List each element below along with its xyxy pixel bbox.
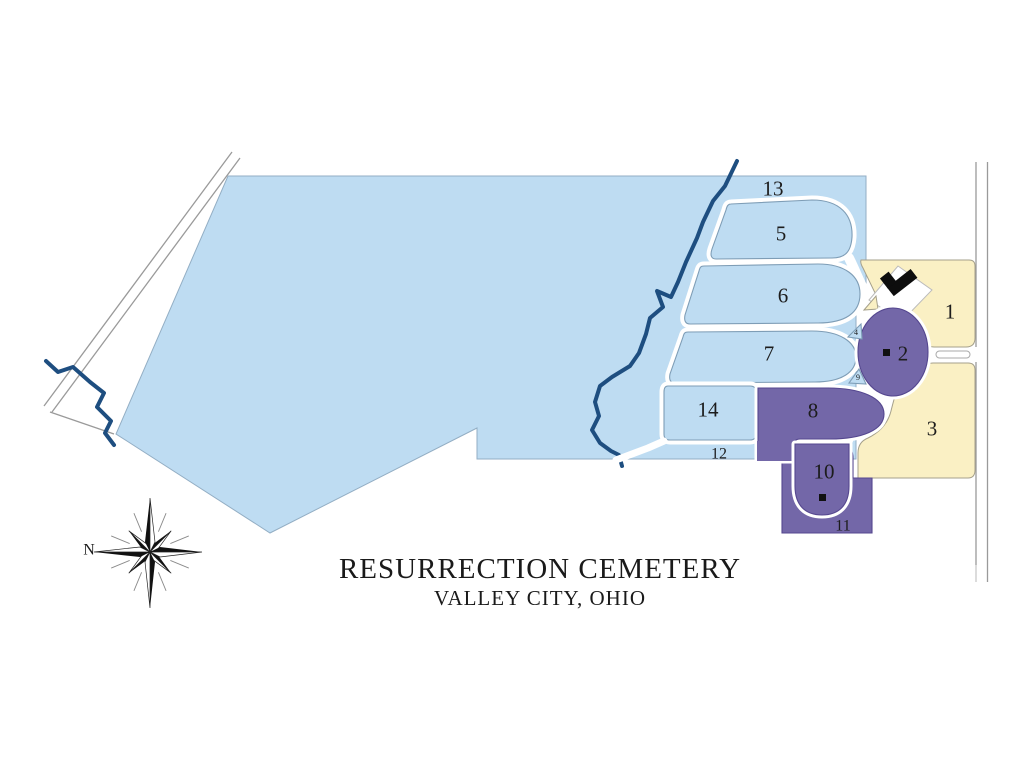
section-6 <box>684 263 861 325</box>
section-9-label: 9 <box>856 373 860 382</box>
section-12-label: 12 <box>711 446 727 463</box>
section-6-label: 6 <box>778 283 789 307</box>
cemetery-building-icon <box>879 269 918 297</box>
section-10-label: 10 <box>814 459 835 483</box>
section-8-11-join <box>757 441 793 461</box>
section-9 <box>847 367 867 385</box>
purple-sections <box>754 304 932 534</box>
blue-sections <box>612 195 865 464</box>
section-2-marker <box>883 349 890 356</box>
nw-road-connector <box>49 411 115 435</box>
compass-rays <box>111 513 189 591</box>
road-to-section-12 <box>612 437 668 464</box>
creek <box>44 159 739 468</box>
section-5 <box>710 199 853 260</box>
section-2 <box>857 307 929 397</box>
compass-points-intercardinal <box>128 530 172 574</box>
nw-road-line-outer <box>43 151 233 407</box>
section-8-label: 8 <box>808 398 819 422</box>
nw-road-line-inner <box>51 157 241 413</box>
compass-points-cardinal <box>93 497 203 609</box>
section-3-label: 3 <box>927 416 938 440</box>
section-10 <box>794 443 850 516</box>
section-1-label: 1 <box>945 299 956 323</box>
creek-main-branch <box>590 159 739 468</box>
section-2-label: 2 <box>898 341 909 365</box>
entrance-drive-island <box>935 350 971 359</box>
map-subtitle: VALLEY CITY, OHIO <box>434 586 646 610</box>
section-13-label: 13 <box>763 176 784 200</box>
section-4 <box>846 322 863 340</box>
section-5-label: 5 <box>776 221 787 245</box>
section-14-label: 14 <box>698 397 720 421</box>
compass-north-label: N <box>83 542 95 559</box>
creek-west-branch <box>44 359 116 447</box>
map-title: RESURRECTION CEMETERY <box>339 553 741 585</box>
entrance-triangle-island <box>862 294 879 311</box>
compass-rose <box>93 497 203 609</box>
section-7-label: 7 <box>764 341 775 365</box>
section-labels: 13 5 6 7 14 12 8 10 11 2 1 3 4 9 <box>698 176 956 534</box>
boundary-roads <box>43 151 989 582</box>
section-4-label: 4 <box>854 328 858 337</box>
section-10-marker <box>819 494 826 501</box>
section-11-label: 11 <box>835 518 850 535</box>
